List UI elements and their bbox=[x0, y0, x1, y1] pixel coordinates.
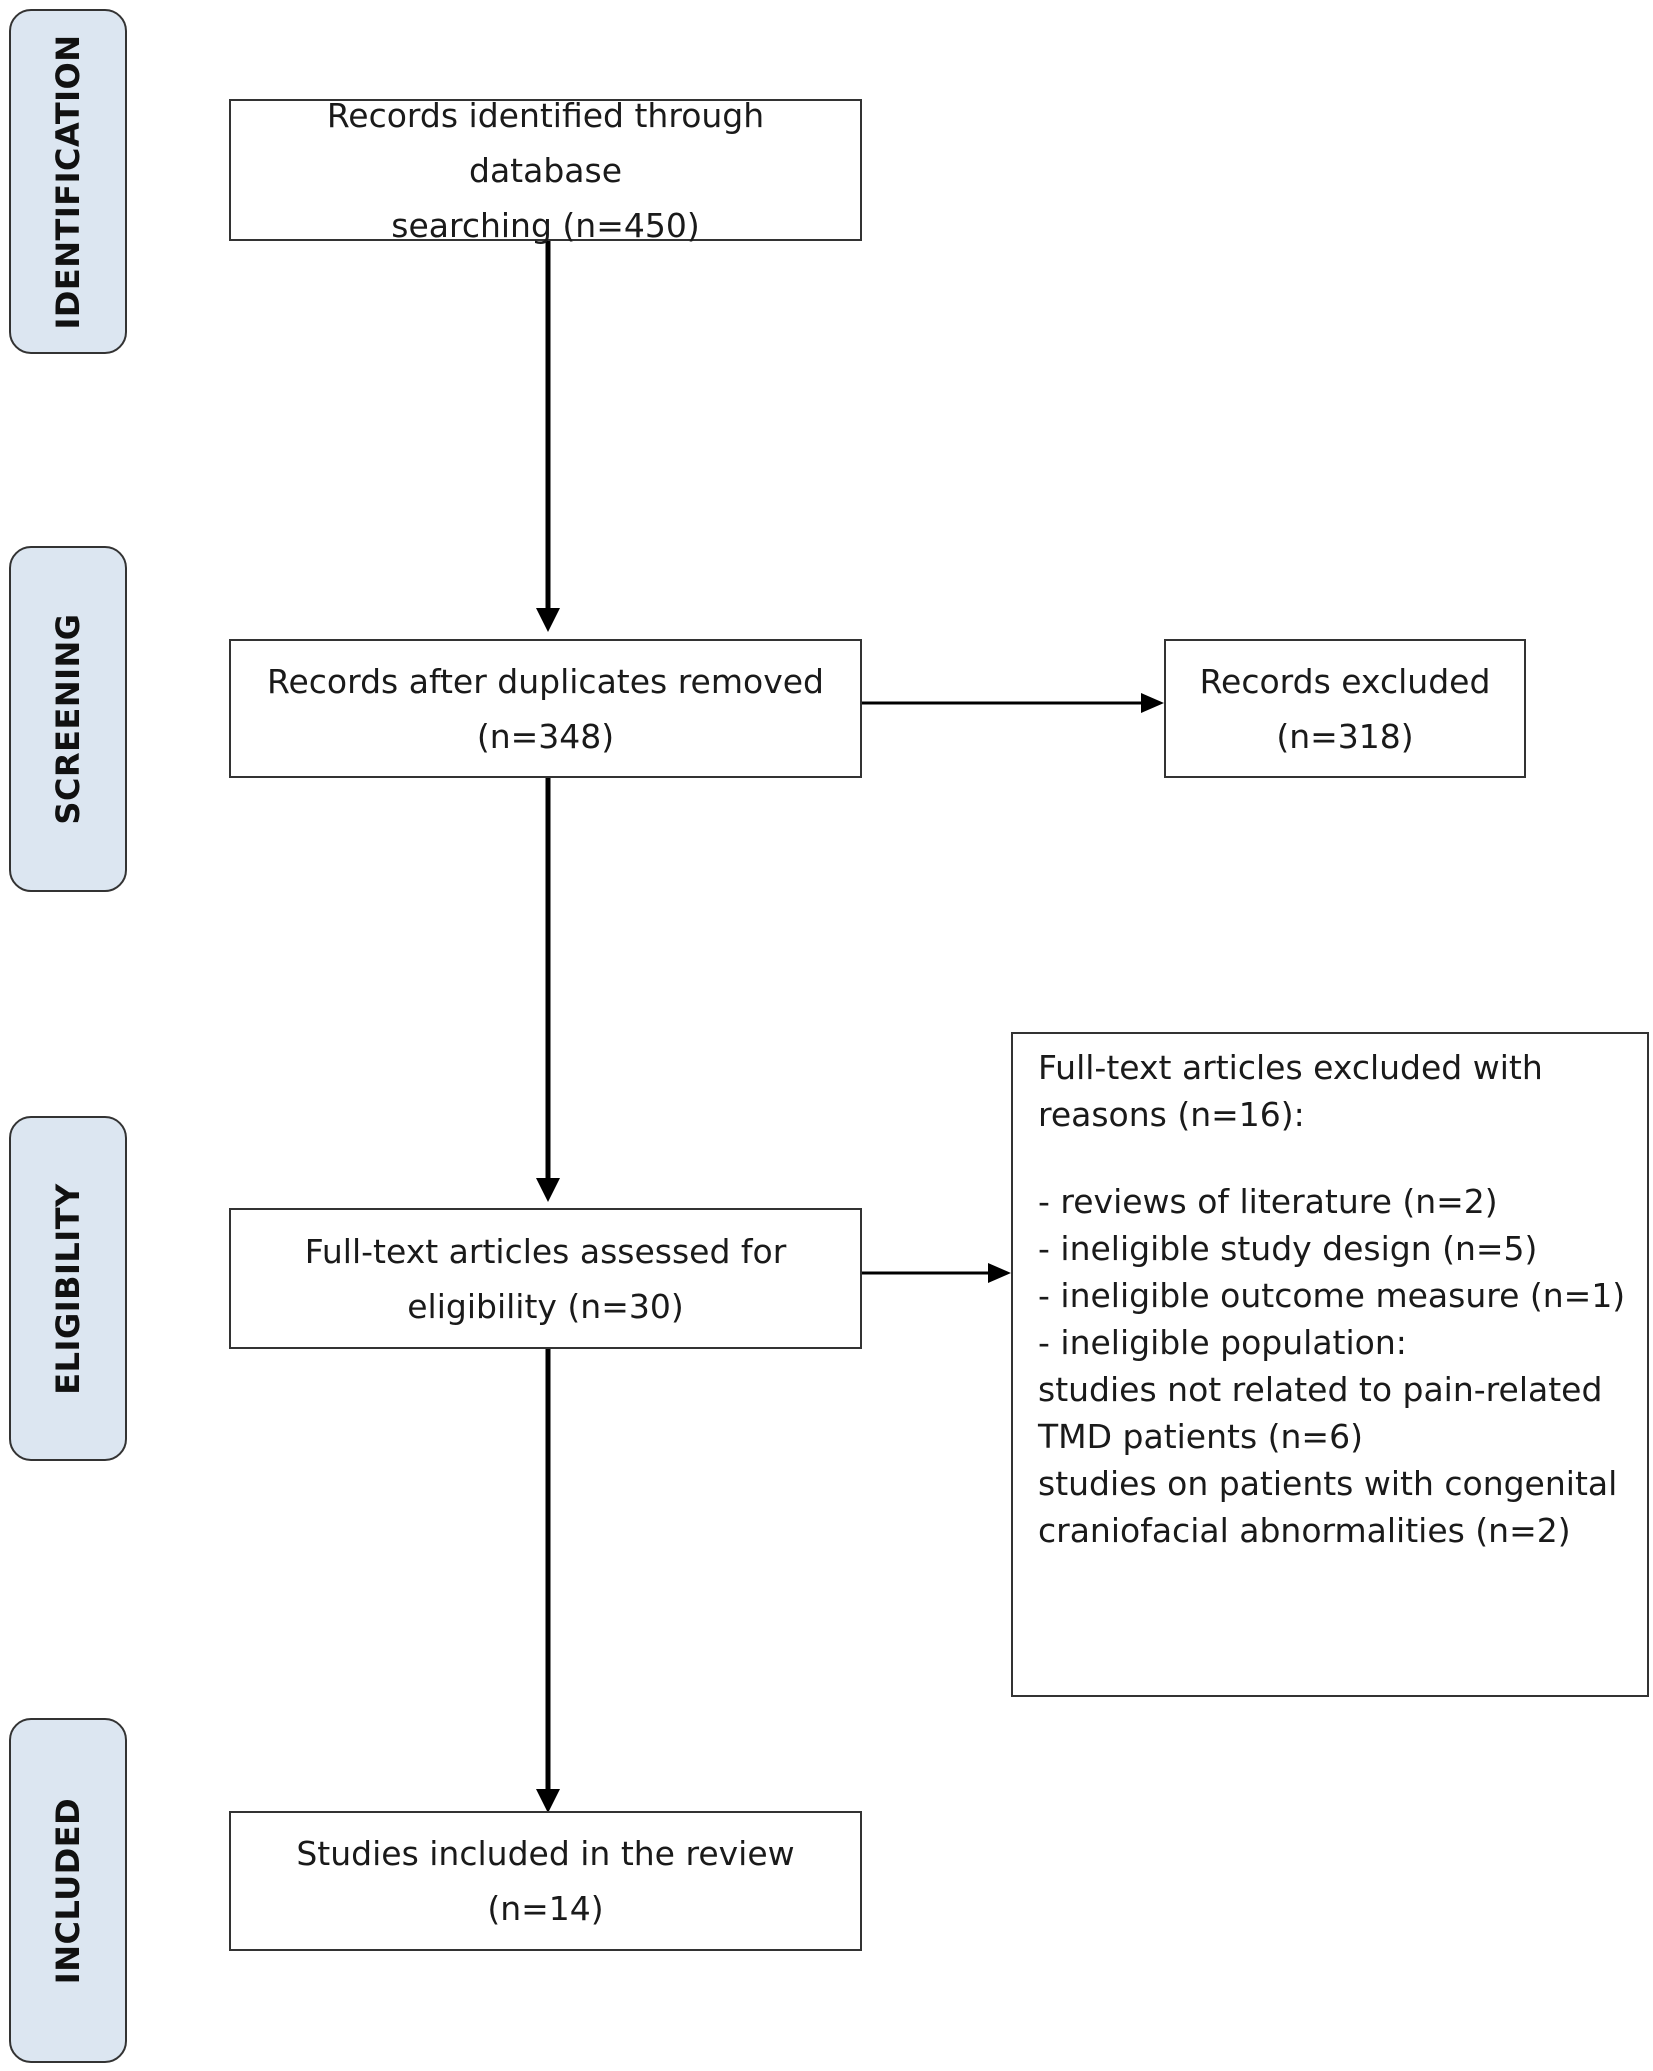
box-records-screened-line1: Records after duplicates removed bbox=[267, 661, 824, 701]
arrowhead-screened-to-assessed bbox=[536, 1178, 560, 1202]
box-fulltext-excluded-reasons: Full-text articles excluded with reasons… bbox=[1011, 1032, 1649, 1697]
box-records-identified-line2: searching (n=450) bbox=[391, 205, 700, 245]
arrowhead-identified-to-screened bbox=[536, 608, 560, 632]
box-fulltext-assessed-line1: Full-text articles assessed for bbox=[304, 1231, 787, 1271]
box-records-excluded-line1: Records excluded bbox=[1199, 661, 1491, 701]
box-studies-included-line2: (n=14) bbox=[487, 1889, 604, 1928]
box-records-excluded: Records excluded (n=318) bbox=[1164, 639, 1526, 778]
arrowhead-assessed-to-included bbox=[536, 1789, 560, 1813]
phase-screening: SCREENING bbox=[9, 546, 127, 892]
reasons-heading-line1: Full-text articles excluded with bbox=[1038, 1048, 1543, 1087]
phase-included: INCLUDED bbox=[9, 1718, 127, 2063]
reasons-heading-line2: reasons (n=16): bbox=[1038, 1095, 1305, 1134]
reason-item: studies on patients with congenital bbox=[1038, 1464, 1618, 1503]
arrowhead-assessed-to-reasons bbox=[988, 1263, 1011, 1283]
box-records-screened-line2: (n=348) bbox=[476, 716, 615, 756]
reason-item: - ineligible study design (n=5) bbox=[1038, 1229, 1538, 1268]
reasons-spacer bbox=[1038, 1138, 1627, 1178]
reason-item: TMD patients (n=6) bbox=[1038, 1417, 1363, 1456]
reason-item: - ineligible population: bbox=[1038, 1323, 1407, 1362]
box-records-identified-line1: Records identified through database bbox=[326, 95, 765, 190]
box-records-identified: Records identified through database sear… bbox=[229, 96, 862, 245]
box-fulltext-assessed: Full-text articles assessed for eligibil… bbox=[229, 1208, 862, 1349]
phase-eligibility: ELIGIBILITY bbox=[9, 1116, 127, 1461]
box-records-screened: Records after duplicates removed (n=348) bbox=[229, 639, 862, 778]
reason-item: - reviews of literature (n=2) bbox=[1038, 1182, 1498, 1221]
arrowhead-screened-to-excluded bbox=[1141, 693, 1164, 713]
box-records-excluded-line2: (n=318) bbox=[1276, 716, 1414, 756]
reason-item: studies not related to pain-related bbox=[1038, 1370, 1603, 1409]
box-studies-included: Studies included in the review (n=14) bbox=[229, 1811, 862, 1951]
box-studies-included-line1: Studies included in the review bbox=[296, 1834, 795, 1873]
reason-item: craniofacial abnormalities (n=2) bbox=[1038, 1511, 1571, 1550]
box-fulltext-assessed-line2: eligibility (n=30) bbox=[407, 1286, 684, 1326]
reason-item: - ineligible outcome measure (n=1) bbox=[1038, 1276, 1626, 1315]
phase-identification: IDENTIFICATION bbox=[9, 9, 127, 354]
